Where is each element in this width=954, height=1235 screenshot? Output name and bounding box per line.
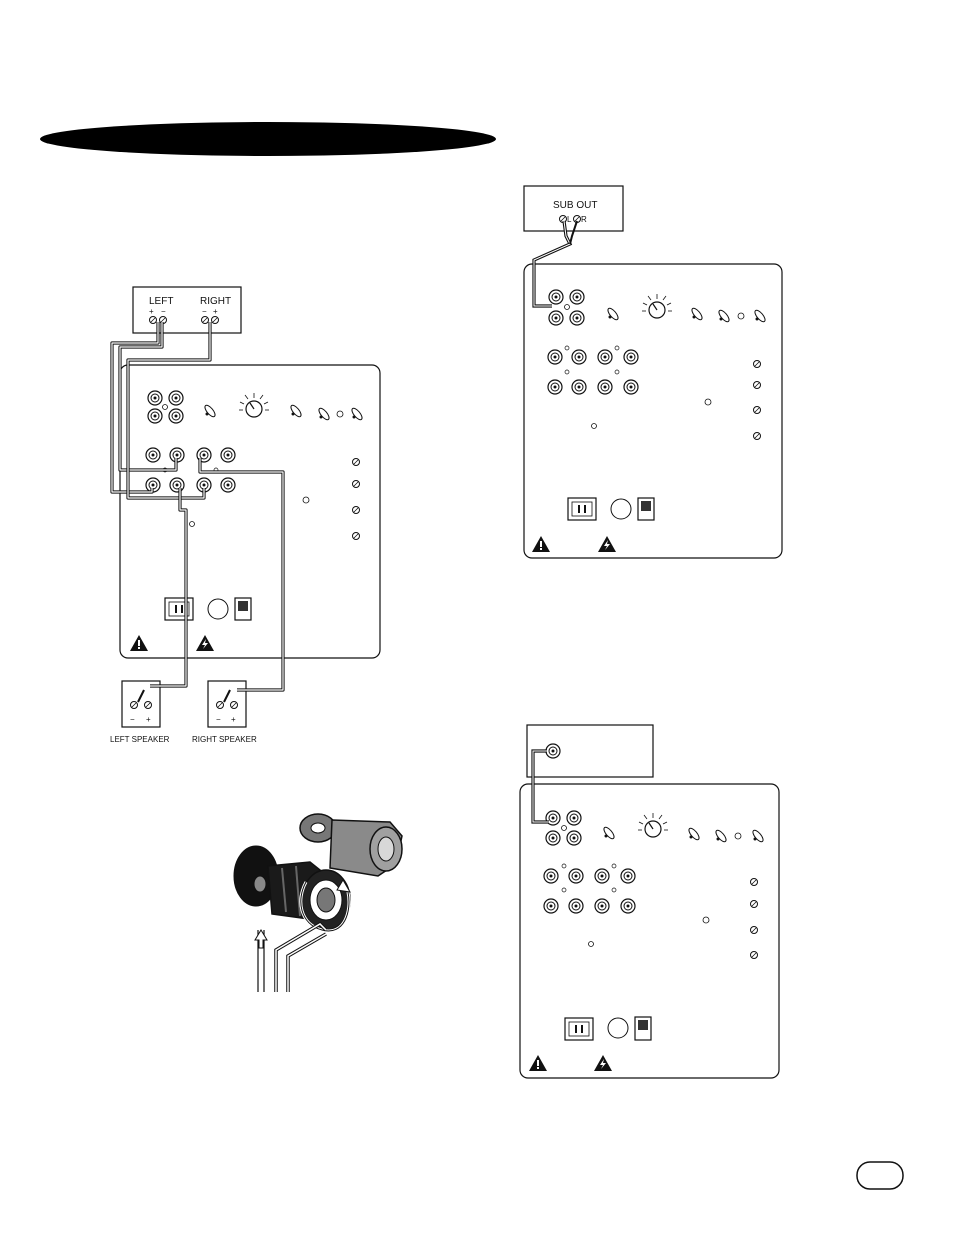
left-speaker-terminal — [121, 680, 161, 728]
power-socket-icon — [164, 597, 194, 621]
amp-left-label: LEFT — [149, 296, 173, 307]
lfe-diagram — [519, 724, 780, 1079]
amp-right-minus: − — [202, 307, 207, 316]
right-speaker-terminal — [207, 680, 247, 728]
speaker-level-diagram: LEFT RIGHT + − − + − + − + LEFT SPEAKER … — [110, 286, 381, 744]
power-switch-icon — [234, 597, 252, 621]
right-speaker-plus: + — [231, 715, 236, 724]
amplifier-panel — [132, 286, 242, 334]
binding-post-icon — [233, 813, 403, 992]
amp-right-label: RIGHT — [200, 296, 231, 307]
sub-out-label: SUB OUT — [553, 200, 597, 211]
left-speaker-minus: − — [130, 715, 135, 724]
amp-right-plus: + — [213, 307, 218, 316]
amp-left-minus: − — [161, 307, 166, 316]
left-speaker-plus: + — [146, 715, 151, 724]
left-speaker-label: LEFT SPEAKER — [110, 735, 170, 744]
subwoofer-rear-panel-2 — [523, 263, 783, 559]
sub-out-source-panel — [523, 185, 624, 232]
subwoofer-rear-panel-3 — [519, 783, 780, 1079]
right-speaker-label: RIGHT SPEAKER — [192, 735, 257, 744]
line-level-diagram: SUB OUT L R — [523, 185, 783, 559]
sub-out-r: R — [581, 215, 587, 224]
amp-left-plus: + — [149, 307, 154, 316]
right-speaker-minus: − — [216, 715, 221, 724]
sub-out-l: L — [567, 215, 572, 224]
page-number-badge — [856, 1161, 904, 1190]
title-banner — [40, 122, 496, 156]
